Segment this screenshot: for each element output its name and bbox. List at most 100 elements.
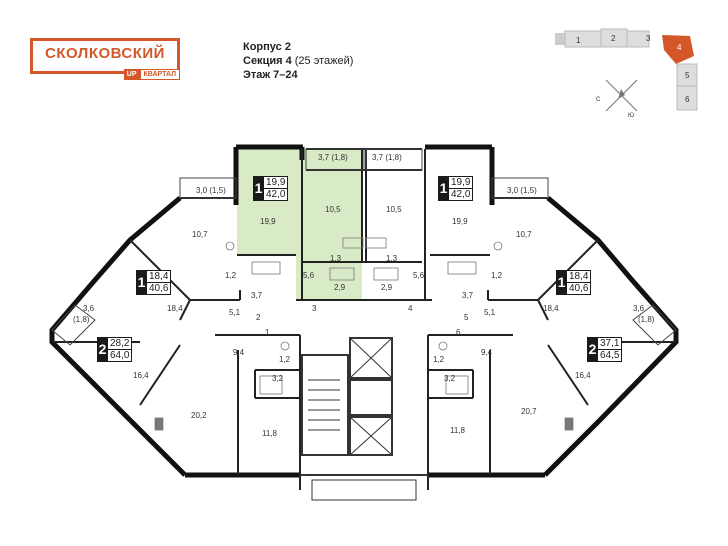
keyplan-label-5: 5 [685, 71, 690, 80]
apartment-rooms: 1 [253, 176, 264, 201]
room-label-balcony-e-area: (1,8) [638, 315, 655, 324]
stair-elevator-core [300, 337, 428, 501]
keyplan-label-3: 3 [646, 34, 651, 43]
room-label-balcony-ne: 3,0 (1,5) [507, 186, 537, 195]
room-label-hall-a6: 9,4 [481, 348, 493, 357]
brand-logo: СКОЛКОВСКИЙ UP КВАРТАЛ [30, 38, 180, 80]
room-label-bath-a1: 2,9 [334, 283, 346, 292]
section-floors: (25 этажей) [294, 55, 354, 67]
apartment-total-area: 64,5 [600, 350, 620, 361]
floors-label: Этаж 7–24 [243, 69, 298, 81]
room-label-kitchen-a2: 10,5 [386, 205, 402, 214]
room-label-bedroom-a5: 11,8 [262, 429, 278, 438]
keyplan-label-2: 2 [611, 34, 616, 43]
room-label-wc-a5: 1,2 [279, 355, 291, 364]
room-label-bath-a2: 2,9 [381, 283, 393, 292]
room-label-living-a1: 19,9 [260, 217, 276, 226]
keyplan-end-block [555, 33, 565, 45]
keyplan-section-6[interactable] [676, 85, 698, 111]
apartment-living-area: 19,9 [264, 177, 288, 189]
apartment-rooms: 1 [136, 270, 147, 295]
bathroom-fixtures [154, 237, 574, 431]
room-label-bedroom-a6: 11,8 [450, 426, 466, 435]
outer-walls [49, 144, 679, 478]
room-label-hall-a2: 5,6 [413, 271, 425, 280]
door-number-1: 1 [265, 328, 270, 337]
room-label-kitchen-a5: 16,4 [133, 371, 149, 380]
room-label-wc-a1: 1,3 [330, 254, 342, 263]
apartment-rooms: 2 [97, 337, 108, 362]
apartment-living-area: 19,9 [449, 177, 473, 189]
apartment-living-area: 28,2 [108, 338, 132, 350]
apartment-living-area: 37,1 [598, 338, 622, 350]
building-info: Корпус 2 Секция 4 (25 этажей) Этаж 7–24 [243, 40, 353, 82]
apartment-living-area: 18,4 [147, 271, 171, 283]
apartment-rooms: 1 [556, 270, 567, 295]
room-label-living-a3: 18,4 [167, 304, 183, 313]
room-label-living-a6: 20,7 [521, 407, 537, 416]
brand-badge: UP КВАРТАЛ [123, 69, 180, 80]
door-number-6: 6 [456, 328, 461, 337]
room-labels: 3,0 (1,5) 3,7 (1,8) 3,7 (1,8) 3,0 (1,5) … [73, 153, 655, 438]
apartment-rooms: 2 [587, 337, 598, 362]
room-label-hall-a4: 5,1 [484, 308, 496, 317]
brand-badge-left: UP [123, 69, 140, 80]
room-label-kitchen-a4: 10,7 [516, 230, 532, 239]
brand-badge-right: КВАРТАЛ [139, 69, 180, 80]
door-number-3: 3 [312, 304, 317, 313]
brand-name: СКОЛКОВСКИЙ [45, 45, 165, 62]
room-label-balcony-nw: 3,0 (1,5) [196, 186, 226, 195]
room-label-wc-a2: 1,3 [386, 254, 398, 263]
compass-south: Ю [628, 113, 634, 119]
apartment-total-area: 40,6 [149, 283, 169, 294]
room-label-hall-a5: 9,4 [233, 348, 245, 357]
room-label-bath-a6: 3,2 [444, 374, 456, 383]
room-label-kitchen-a6: 16,4 [575, 371, 591, 380]
keyplan-label-1: 1 [576, 36, 581, 45]
section-label: Секция 4 [243, 55, 292, 67]
room-label-balcony-e: 3,6 [633, 304, 645, 313]
balconies [51, 148, 677, 346]
room-label-balcony-w-area: (1,8) [73, 315, 90, 324]
keyplan-label-6: 6 [685, 95, 690, 104]
room-label-hall-a3: 5,1 [229, 308, 241, 317]
room-label-kitchen-a3: 10,7 [192, 230, 208, 239]
room-label-living-a2: 19,9 [452, 217, 468, 226]
room-label-balcony-w: 3,6 [83, 304, 95, 313]
keyplan-section-3[interactable] [626, 30, 650, 48]
key-plan: 1 2 3 4 5 6 С Ю [555, 28, 698, 119]
room-label-bath-a5: 3,2 [272, 374, 284, 383]
compass-icon: С Ю [596, 79, 638, 119]
apartment-rooms: 1 [438, 176, 449, 201]
apartment-living-area: 18,4 [567, 271, 591, 283]
room-label-balcony-n1: 3,7 (1,8) [318, 153, 348, 162]
keyplan-section-1[interactable] [564, 30, 602, 48]
apartment-total-area: 42,0 [266, 189, 286, 200]
room-label-kitchen-a1: 10,5 [325, 205, 341, 214]
room-label-living-a5: 20,2 [191, 411, 207, 420]
room-label-wc-a6: 1,2 [433, 355, 445, 364]
door-number-2: 2 [256, 313, 261, 322]
apartment-1-highlight[interactable] [237, 149, 362, 300]
apartment-total-area: 40,6 [569, 283, 589, 294]
room-label-bath-a3: 3,7 [251, 291, 263, 300]
keyplan-label-4: 4 [677, 43, 682, 52]
room-label-living-a4: 18,4 [543, 304, 559, 313]
door-number-5: 5 [464, 313, 469, 322]
apartment-total-area: 42,0 [451, 189, 471, 200]
room-label-bath-a4: 3,7 [462, 291, 474, 300]
room-label-wc-a4: 1,2 [491, 271, 503, 280]
apartment-total-area: 64,0 [110, 350, 130, 361]
compass-north: С [596, 97, 601, 103]
door-number-4: 4 [408, 304, 413, 313]
keyplan-section-4[interactable] [662, 35, 694, 64]
building-label: Корпус 2 [243, 41, 291, 53]
